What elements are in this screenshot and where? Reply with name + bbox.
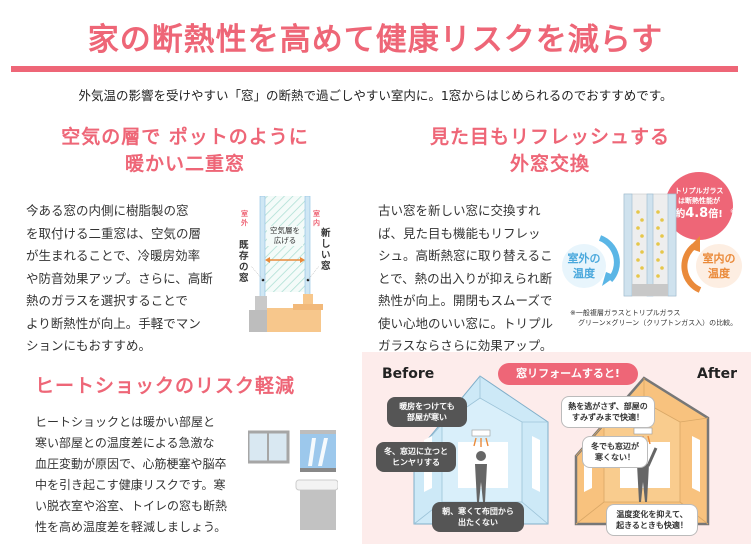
body-line: 今ある窓の内側に樹脂製の窓: [26, 203, 189, 218]
washroom-illustration: [246, 430, 339, 530]
body-line: が生まれることで、冷暖房効率: [26, 248, 201, 263]
bubble-line: 温度変化を抑えて、: [616, 510, 688, 519]
after-label: After: [697, 366, 738, 382]
bubble-line: 起きるときも快適！: [616, 521, 688, 530]
before-bubble: 暖房をつけても 部屋が寒い: [387, 397, 467, 427]
air-layer-line: 空気層を: [270, 226, 300, 235]
body-line: シュ。高断熱窓に取り替えるこ: [378, 248, 553, 263]
bubble-line: 出たくない: [458, 518, 498, 527]
bubble-line: 暖房をつけても: [399, 402, 455, 411]
bubble-line: 寒くない！: [595, 453, 635, 462]
footnote: ※一般複層ガラスとトリプルガラス グリーン×グリーン（クリプトンガス入）の比較。: [570, 308, 750, 328]
outer-window-heading: 見た目もリフレッシュする 外窓交換: [385, 124, 715, 178]
after-bubble: 冬でも窓辺が 寒くない！: [582, 436, 648, 468]
before-bubble: 冬、窓辺に立つと ヒンヤリする: [376, 442, 456, 472]
title-divider: [11, 66, 738, 72]
indoor-temp-line: 室内の: [702, 252, 736, 265]
callout-prefix: 約: [675, 209, 686, 220]
triple-glass-diagram: トリプルガラス は断熱性能が 約4.8倍! ※ 室外の 温度 室内の 温度 ※一…: [560, 160, 751, 340]
body-line: ガラスならさらに効果アップ。: [378, 338, 553, 353]
performance-callout: トリプルガラス は断熱性能が 約4.8倍! ※: [665, 172, 735, 240]
callout-line: は断熱性能が: [678, 197, 720, 205]
bubble-line: ヒンヤリする: [392, 458, 440, 467]
outdoor-temp-circle: 室外の 温度: [562, 244, 606, 288]
footnote-line: ※一般複層ガラスとトリプルガラス: [570, 309, 681, 317]
body-line: ションにもおすすめ。: [26, 338, 152, 353]
page-title: 家の断熱性を高めて健康リスクを減らす: [87, 22, 664, 58]
bubble-line: 朝、寒くて布団から: [442, 507, 514, 516]
before-bubble: 朝、寒くて布団から 出たくない: [432, 502, 524, 532]
bubble-line: 冬でも窓辺が: [591, 442, 639, 451]
body-line: ヒートショックとは暖かい部屋と: [35, 415, 216, 429]
body-line: 古い窓を新しい窓に交換すれ: [378, 203, 541, 218]
body-line: 血圧変動が原因で、心筋梗塞や脳卒: [35, 457, 227, 471]
callout-line: トリプルガラス: [674, 187, 724, 195]
outdoor-temp-line: 温度: [573, 267, 595, 280]
body-line: 使い心地のいい窓に。トリプル: [378, 315, 554, 331]
indoor-temp-circle: 室内の 温度: [696, 244, 742, 288]
body-line: 寒い部屋との温度差による急激な: [35, 436, 215, 450]
window-reform-badge: 窓リフォームすると!: [498, 363, 638, 385]
bubble-line: 部屋が寒い: [407, 413, 447, 422]
heading-line-1: 見た目もリフレッシュする: [429, 126, 670, 148]
indoor-label: 室内: [313, 210, 320, 227]
heading-line-2: 暖かい二重窓: [124, 153, 245, 175]
heat-shock-body: ヒートショックとは暖かい部屋と 寒い部屋との温度差による急激な 血圧変動が原因で…: [35, 412, 245, 538]
after-bubble: 熱を逃がさず、部屋の すみずみまで快適！: [561, 396, 655, 428]
callout-value-line: 約4.8倍!: [665, 206, 733, 223]
callout-value: 4.8: [685, 206, 709, 221]
body-line: や防音効果アップ。さらに、高断: [26, 270, 213, 286]
body-line: 熱のガラスを選択することで: [26, 293, 188, 308]
after-bubble: 温度変化を抑えて、 起きるときも快適！: [606, 504, 698, 536]
heading-line-1: 空気の層で ポットのように: [61, 126, 309, 148]
double-window-heading: 空気の層で ポットのように 暖かい二重窓: [20, 124, 350, 178]
body-line: より断熱性が向上。手軽でマン: [26, 315, 201, 331]
footnote-line: グリーン×グリーン（クリプトンガス入）の比較。: [578, 319, 738, 327]
body-line: い脱衣室や浴室、トイレの窓も断熱: [35, 499, 228, 513]
existing-window-label: 既存の窓: [239, 240, 249, 284]
bubble-line: 熱を逃がさず、部屋の: [568, 402, 648, 411]
body-line: 中を引き起こす健康リスクです。寒: [35, 478, 226, 492]
indoor-temp-line: 温度: [708, 267, 730, 280]
body-line: 性を高め温度差を軽減しましょう。: [35, 520, 227, 534]
callout-note-mark: ※: [729, 208, 735, 215]
body-line: ば、見た目も機能もリフレッ: [378, 225, 541, 241]
heading-line-2: 外窓交換: [509, 153, 590, 175]
double-window-diagram: 室外 室内 空気層を 広げる 既存の窓 新しい窓: [233, 195, 337, 332]
bubble-line: 冬、窓辺に立つと: [384, 447, 448, 456]
body-line: とで、熱の出入りが抑えられ断: [378, 270, 553, 286]
lead-text: 外気温の影響を受けやすい「窓」の断熱で過ごしやすい室内に。1窓からはじめられるの…: [78, 88, 673, 103]
new-window-label: 新しい窓: [321, 228, 331, 272]
outer-window-body: 古い窓を新しい窓に交換すれ ば、見た目も機能もリフレッ シュ。高断熱窓に取り替え…: [378, 200, 563, 358]
double-window-body: 今ある窓の内側に樹脂製の窓 を取付ける二重窓は、空気の層 が生まれることで、冷暖…: [26, 200, 226, 358]
body-line: を取付ける二重窓は、空気の層: [26, 225, 202, 241]
callout-suffix: 倍!: [708, 209, 723, 220]
bubble-line: すみずみまで快適！: [572, 413, 644, 422]
heat-shock-heading: ヒートショックのリスク軽減: [35, 375, 296, 397]
air-layer-line: 広げる: [273, 236, 297, 245]
outdoor-label: 室外: [241, 210, 248, 227]
body-line: 熱性が向上。開閉もスムーズで: [378, 293, 553, 308]
outdoor-temp-line: 室外の: [567, 252, 601, 265]
before-label: Before: [382, 366, 435, 382]
air-layer-label: 空気層を 広げる: [267, 226, 303, 246]
